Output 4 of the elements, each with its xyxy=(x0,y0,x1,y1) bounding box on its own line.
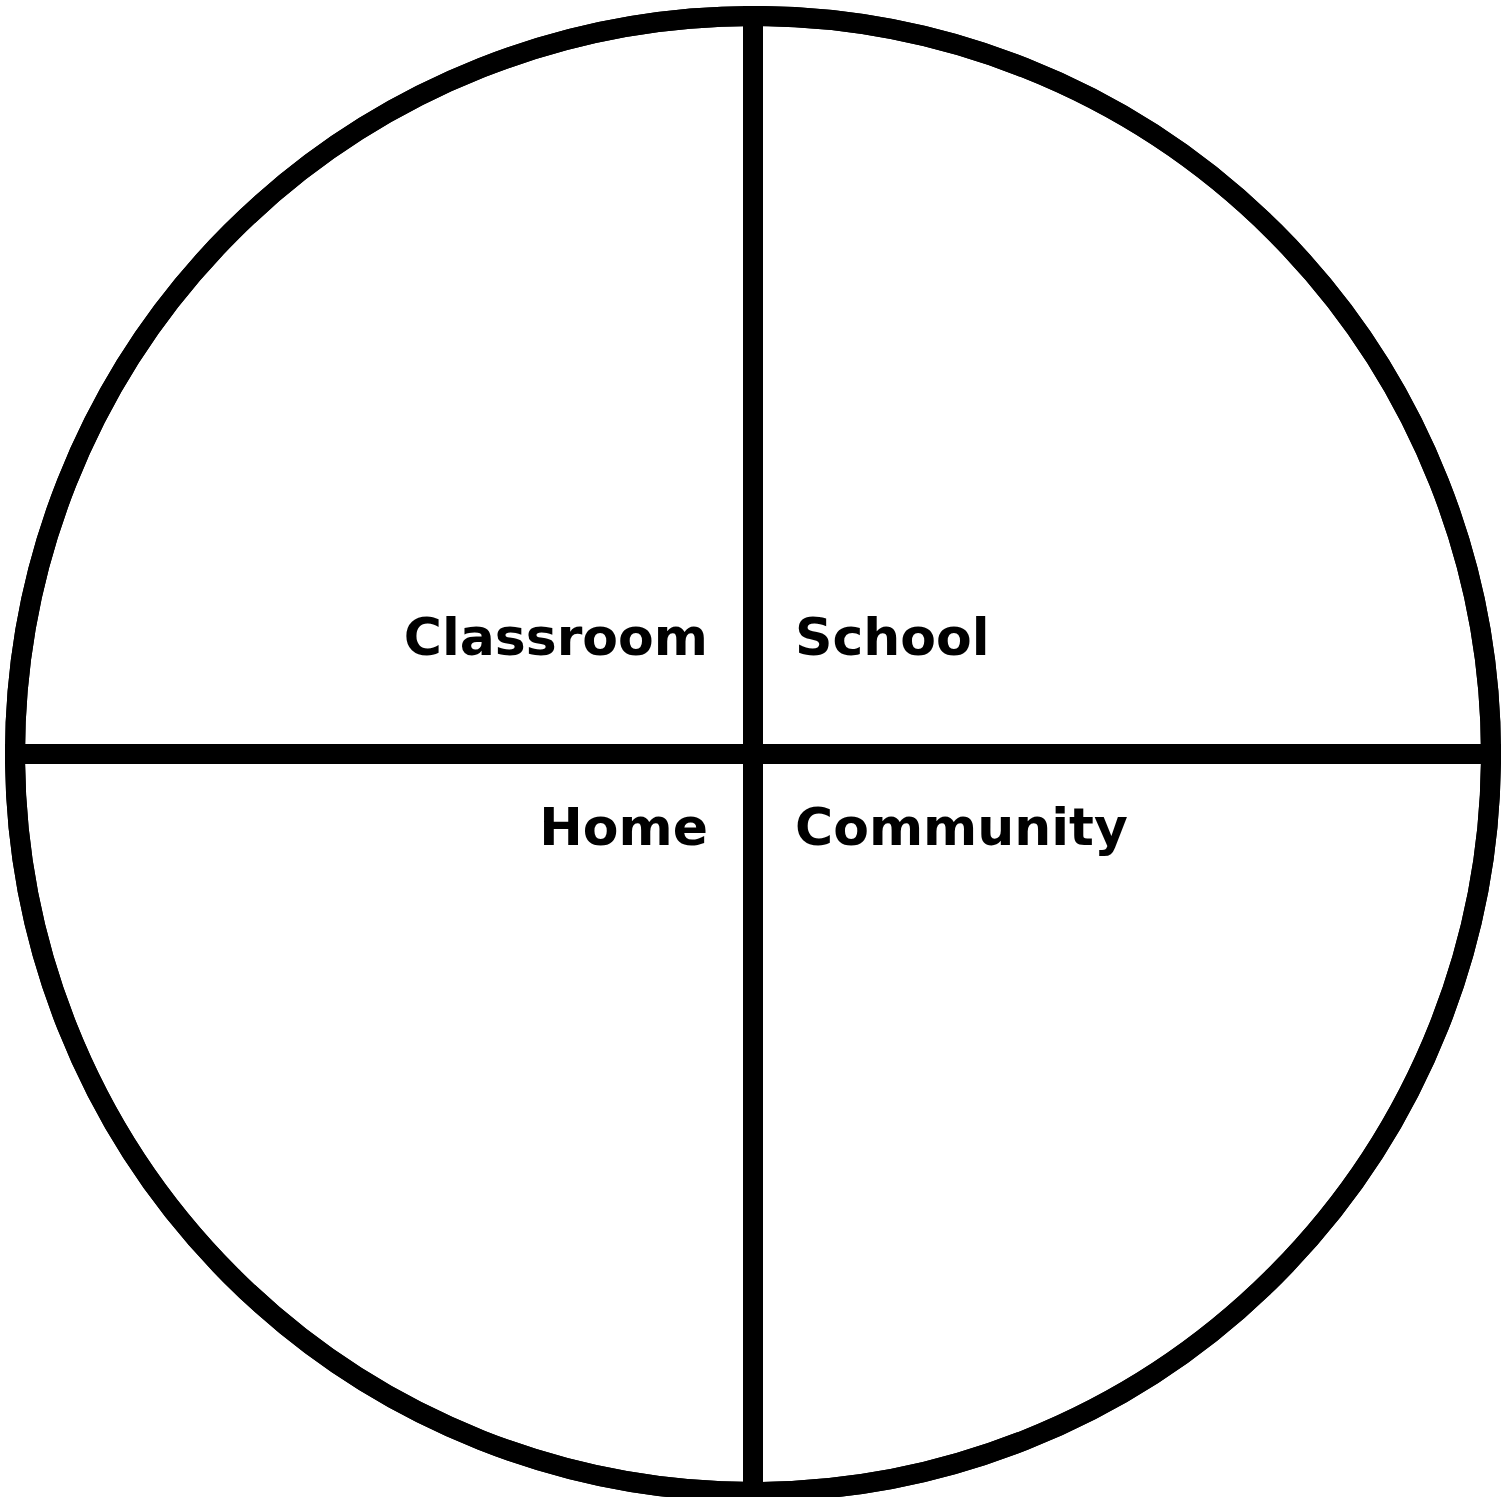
quadrant-label: Classroom xyxy=(403,609,708,667)
quadrant-label: Home xyxy=(539,799,708,857)
quadrant-label: Community xyxy=(795,799,1128,857)
quadrant-label: School xyxy=(795,609,990,667)
